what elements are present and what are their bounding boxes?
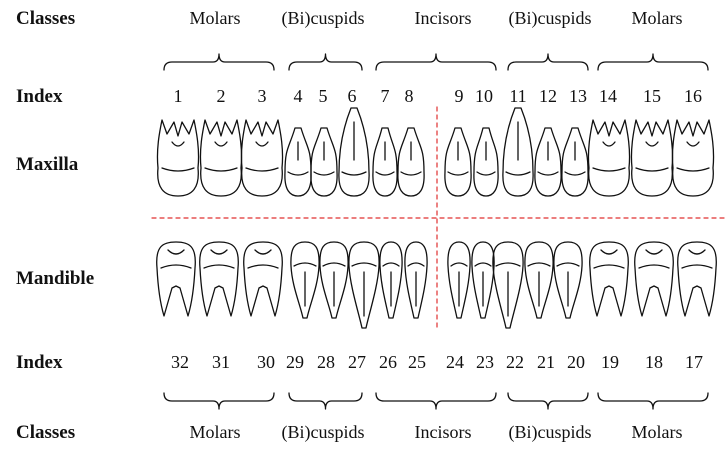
brace-top-incisors <box>376 54 496 70</box>
upper-tooth-furcation <box>646 142 658 146</box>
lower-tooth <box>635 242 674 316</box>
lower-tooth-cusp <box>646 250 662 254</box>
lower-tooth-neck <box>161 265 191 268</box>
lower-tooth-neck <box>594 265 624 268</box>
upper-tooth <box>672 120 713 196</box>
brace-bottom-bicuspids-left <box>508 393 588 409</box>
brace-top-molars-left <box>598 54 708 70</box>
brace-top-bicuspids-right <box>289 54 362 70</box>
lower-tooth-neck <box>682 265 712 268</box>
lower-tooth-neck <box>383 263 399 266</box>
upper-tooth-neck <box>246 168 278 171</box>
upper-tooth-furcation <box>256 142 268 146</box>
upper-tooth-neck <box>288 172 308 175</box>
lower-tooth <box>244 242 283 316</box>
lower-tooth-neck <box>352 263 376 266</box>
upper-tooth-furcation <box>687 142 699 146</box>
upper-tooth <box>285 128 311 196</box>
brace-bottom-incisors <box>376 393 496 409</box>
upper-tooth <box>398 128 424 196</box>
upper-tooth-neck <box>376 172 394 175</box>
upper-tooth <box>588 120 629 196</box>
lower-tooth-cusp <box>211 250 227 254</box>
lower-tooth-neck <box>475 263 491 266</box>
upper-tooth <box>241 120 282 196</box>
upper-tooth-neck <box>506 172 530 175</box>
lower-tooth-neck <box>248 265 278 268</box>
lower-tooth-neck <box>496 263 520 266</box>
lower-tooth-cusp <box>255 250 271 254</box>
brace-top-molars-right <box>164 54 274 70</box>
class-braces-top <box>164 54 708 70</box>
brace-bottom-molars-right <box>164 393 274 409</box>
upper-tooth-neck <box>448 172 468 175</box>
lower-tooth-cusp <box>601 250 617 254</box>
upper-tooth-furcation <box>172 142 184 146</box>
lower-tooth <box>200 242 239 316</box>
upper-tooth-neck <box>162 168 194 171</box>
lower-tooth-neck <box>323 263 345 266</box>
lower-tooth-neck <box>528 263 550 266</box>
brace-bottom-molars-left <box>598 393 708 409</box>
upper-tooth <box>373 128 397 196</box>
lower-tooth-neck <box>204 265 234 268</box>
upper-tooth <box>535 128 561 196</box>
lower-tooth-neck <box>408 263 424 266</box>
upper-tooth <box>474 128 498 196</box>
lower-tooth-neck <box>557 263 579 266</box>
upper-tooth-neck <box>477 172 495 175</box>
upper-tooth <box>200 120 241 196</box>
lower-tooth-neck <box>451 263 467 266</box>
upper-tooth-neck <box>401 172 421 175</box>
maxilla-teeth <box>157 108 713 196</box>
class-braces-bottom <box>164 393 708 409</box>
upper-tooth <box>311 128 337 196</box>
upper-tooth <box>562 128 588 196</box>
lower-tooth <box>590 242 629 316</box>
upper-tooth-neck <box>636 168 668 171</box>
brace-top-bicuspids-left <box>508 54 588 70</box>
upper-tooth-neck <box>677 168 709 171</box>
lower-tooth-cusp <box>689 250 705 254</box>
upper-tooth <box>445 128 471 196</box>
lower-tooth-cusp <box>168 250 184 254</box>
upper-tooth-furcation <box>215 142 227 146</box>
upper-tooth-neck <box>538 172 558 175</box>
upper-tooth <box>157 120 198 196</box>
upper-tooth-neck <box>565 172 585 175</box>
lower-tooth-neck <box>294 263 316 266</box>
lower-tooth <box>678 242 717 316</box>
upper-tooth-neck <box>314 172 334 175</box>
upper-tooth-furcation <box>603 142 615 146</box>
upper-tooth-neck <box>205 168 237 171</box>
brace-bottom-bicuspids-right <box>289 393 362 409</box>
upper-tooth <box>631 120 672 196</box>
upper-tooth-neck <box>342 172 366 175</box>
lower-tooth <box>157 242 196 316</box>
upper-tooth-neck <box>593 168 625 171</box>
lower-tooth-neck <box>639 265 669 268</box>
